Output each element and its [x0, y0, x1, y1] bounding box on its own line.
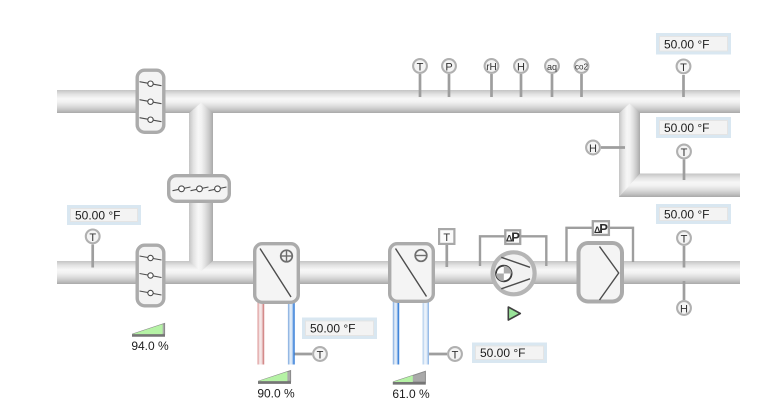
- svg-text:rH: rH: [486, 62, 497, 73]
- svg-text:50.00 °F: 50.00 °F: [480, 346, 526, 360]
- svg-text:co2: co2: [575, 62, 588, 71]
- svg-text:90.0 %: 90.0 %: [257, 387, 295, 401]
- svg-text:T: T: [452, 350, 459, 362]
- svg-text:50.00 °F: 50.00 °F: [75, 209, 121, 223]
- svg-text:Δ: Δ: [506, 234, 513, 244]
- svg-text:T: T: [681, 147, 688, 159]
- svg-text:P: P: [511, 230, 520, 245]
- svg-text:T: T: [89, 232, 96, 244]
- svg-text:50.00 °F: 50.00 °F: [664, 208, 710, 222]
- svg-text:T: T: [681, 234, 688, 246]
- svg-text:Δ: Δ: [594, 225, 601, 235]
- svg-text:P: P: [599, 221, 608, 236]
- svg-text:H: H: [517, 62, 525, 74]
- svg-text:aq: aq: [547, 62, 557, 72]
- svg-text:50.00 °F: 50.00 °F: [310, 322, 356, 336]
- svg-text:T: T: [417, 62, 424, 74]
- svg-text:H: H: [680, 304, 688, 316]
- svg-text:T: T: [443, 232, 450, 244]
- svg-text:T: T: [317, 350, 324, 362]
- svg-text:94.0 %: 94.0 %: [131, 339, 169, 353]
- svg-text:50.00 °F: 50.00 °F: [664, 37, 710, 51]
- svg-text:61.0 %: 61.0 %: [392, 387, 430, 401]
- svg-text:P: P: [445, 62, 452, 74]
- svg-text:T: T: [680, 62, 687, 74]
- svg-text:50.00 °F: 50.00 °F: [664, 121, 710, 135]
- svg-text:H: H: [589, 143, 597, 155]
